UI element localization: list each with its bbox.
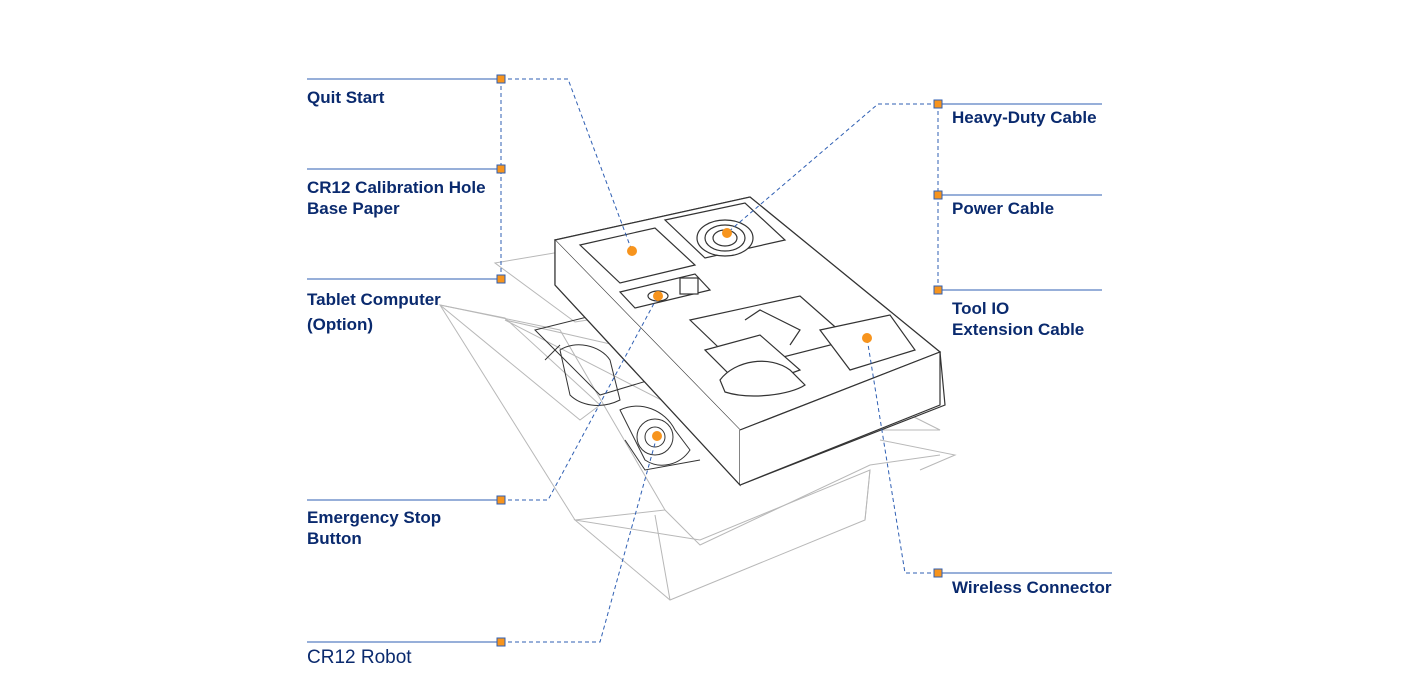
leader-lines xyxy=(500,78,939,643)
label-rules xyxy=(307,78,1112,643)
label-heavy-duty-cable: Heavy-Duty Cable xyxy=(952,107,1097,128)
foam-insert xyxy=(553,196,946,487)
label-emergency-stop: Emergency Stop Button xyxy=(307,507,441,549)
label-heavy-duty-line1: Heavy-Duty Cable xyxy=(952,108,1097,127)
label-power-line1: Power Cable xyxy=(952,199,1055,218)
label-tool-io-line2: Extension Cable xyxy=(952,320,1085,339)
label-tablet: Tablet Computer (Option) xyxy=(307,287,441,337)
marker-dots xyxy=(627,228,872,441)
marker-squares xyxy=(496,74,943,647)
label-calibration-line1: CR12 Calibration Hole xyxy=(307,178,486,197)
label-tool-io: Tool IO Extension Cable xyxy=(952,298,1084,340)
label-emergency-line2: Button xyxy=(307,529,362,548)
label-power-cable: Power Cable xyxy=(952,198,1054,219)
label-wireless-connector: Wireless Connector xyxy=(952,577,1112,598)
label-quit-start: Quit Start xyxy=(307,87,384,108)
label-robot-line1: CR12 Robot xyxy=(307,647,412,668)
label-quit-start-line1: Quit Start xyxy=(307,88,385,107)
label-tool-io-line1: Tool IO xyxy=(952,299,1010,318)
label-emergency-line1: Emergency Stop xyxy=(307,508,442,527)
label-wireless-line1: Wireless Connector xyxy=(952,578,1112,597)
robot-parts xyxy=(534,314,701,471)
label-calibration: CR12 Calibration Hole Base Paper xyxy=(307,177,486,219)
label-tablet-line2: (Option) xyxy=(307,315,374,334)
label-tablet-line1: Tablet Computer xyxy=(307,290,441,309)
label-robot: CR12 Robot xyxy=(307,647,412,668)
label-calibration-line2: Base Paper xyxy=(307,199,400,218)
cardboard-box xyxy=(438,251,957,601)
